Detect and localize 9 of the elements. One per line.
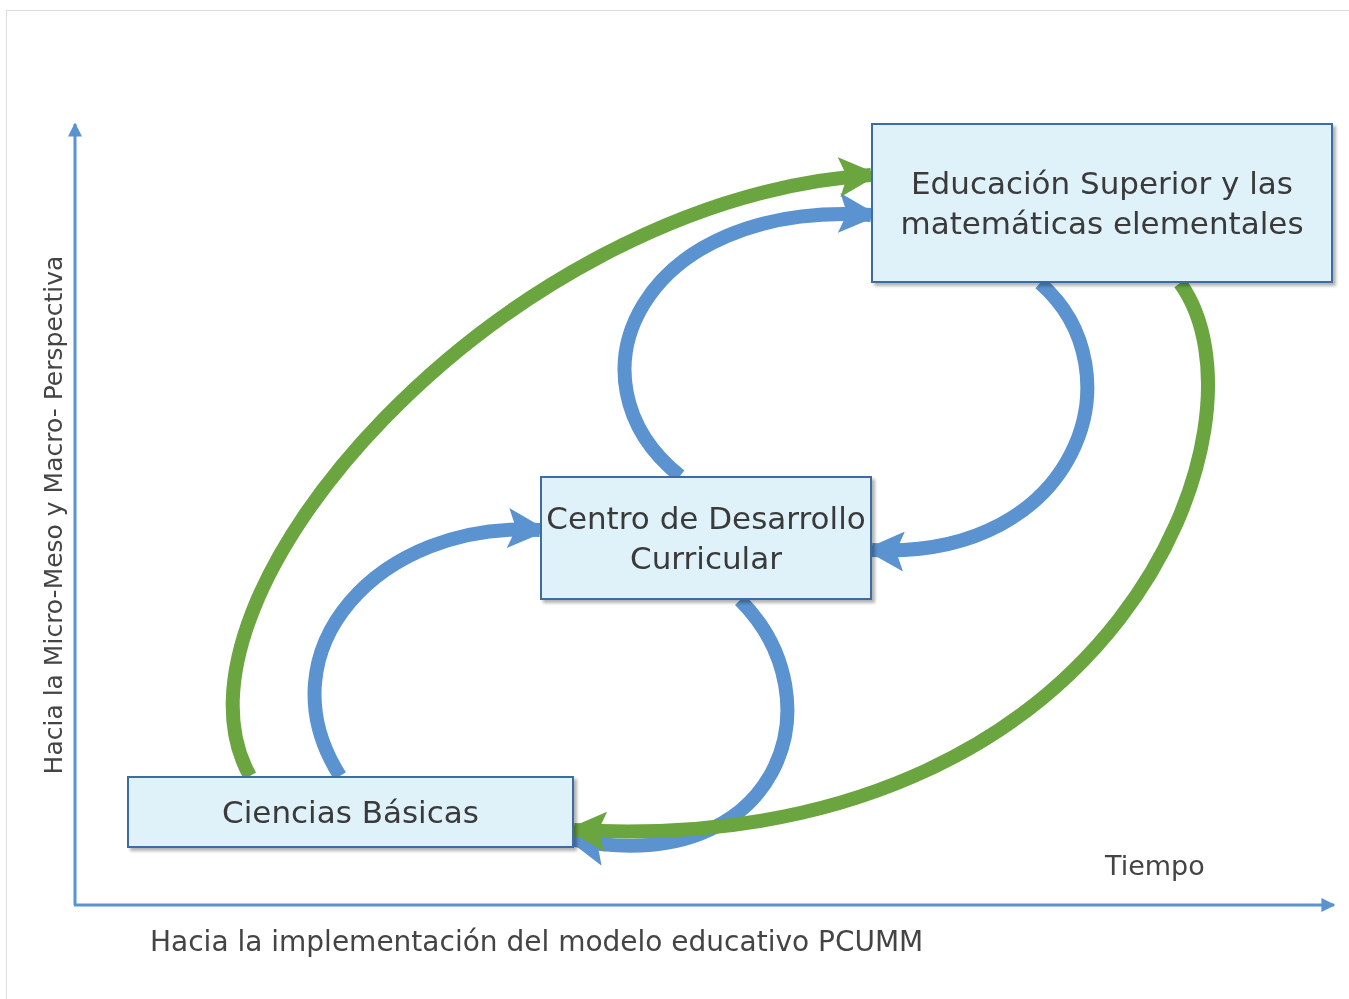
axis-title: Hacia la Micro-Meso y Macro- Perspectiva xyxy=(38,255,68,775)
text-box xyxy=(127,776,574,848)
axis-label: Hacia la implementación del modelo educativo PCUMM xyxy=(150,925,924,958)
box-label: Centro de Desarrollo Curricular xyxy=(545,498,867,578)
text-box xyxy=(540,476,872,600)
box-label: Educación Superior y las matemáticas elementales xyxy=(899,163,1305,243)
box-label: Ciencias Básicas xyxy=(222,792,479,832)
axis-label: Tiempo xyxy=(1105,850,1205,881)
text-box xyxy=(871,123,1333,283)
